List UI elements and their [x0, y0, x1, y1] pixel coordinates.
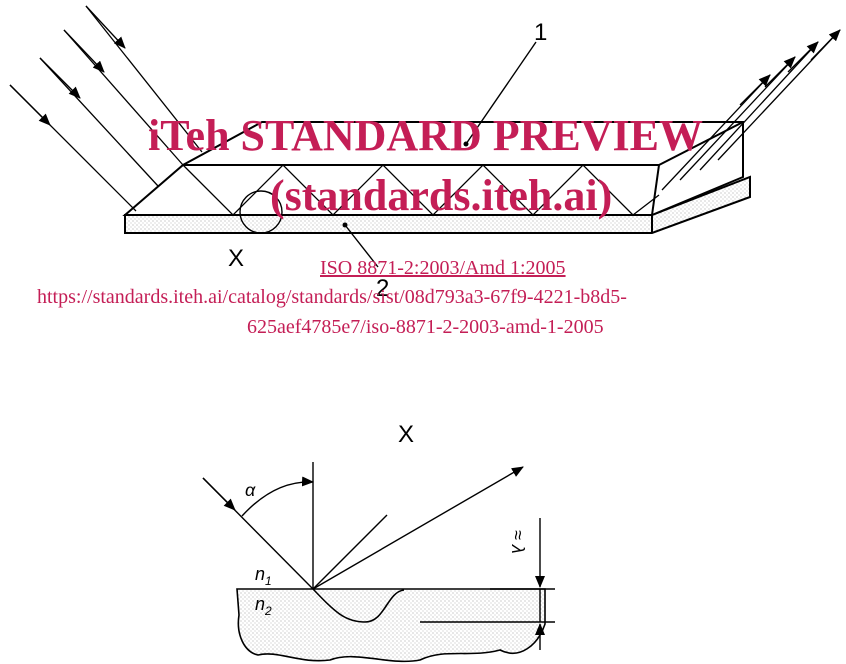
callout-1-leader [465, 41, 537, 145]
exit-arrow [787, 41, 819, 73]
exit-arrow [764, 56, 796, 88]
exit-arrow [810, 29, 841, 61]
detail-title: X [398, 421, 414, 448]
incident-arrow [9, 84, 51, 126]
evanescent-wave [312, 588, 405, 623]
watermark-line2: (standards.iteh.ai) [270, 171, 612, 220]
incident-arrow [39, 57, 81, 99]
exit-beams [661, 29, 841, 191]
incident-arrow [63, 29, 105, 73]
url-line-2[interactable]: 625aef4785e7/iso-8871-2-2003-amd-1-2005 [247, 316, 604, 338]
internal-reflection-path [182, 164, 660, 216]
detail-circle [239, 190, 283, 234]
callout-2-leader [344, 224, 379, 268]
url-line-1[interactable]: https://standards.iteh.ai/catalog/standa… [37, 286, 627, 308]
angle-arc [241, 476, 314, 517]
doc-link[interactable]: ISO 8871-2:2003/Amd 1:2005 [320, 257, 566, 279]
detail-ref-label: X [228, 245, 244, 272]
incident-beams [9, 5, 203, 212]
detail-reflected-ray [312, 466, 524, 590]
exit-arrow [739, 74, 771, 106]
callout-2-label: 2 [376, 275, 389, 302]
watermark-line1: iTeh STANDARD PREVIEW [148, 111, 703, 160]
detail-incident-arrow [202, 477, 236, 511]
detail-sample [236, 588, 546, 663]
incident-arrow [85, 5, 126, 49]
detail-inner-line [312, 514, 388, 590]
depth-dimension [420, 518, 555, 650]
depth-label: ≈ λ [508, 530, 528, 554]
n1-label: n1 [255, 564, 272, 588]
callout-1-label: 1 [534, 19, 547, 46]
angle-label: α [245, 480, 256, 500]
n2-label: n2 [255, 594, 272, 618]
